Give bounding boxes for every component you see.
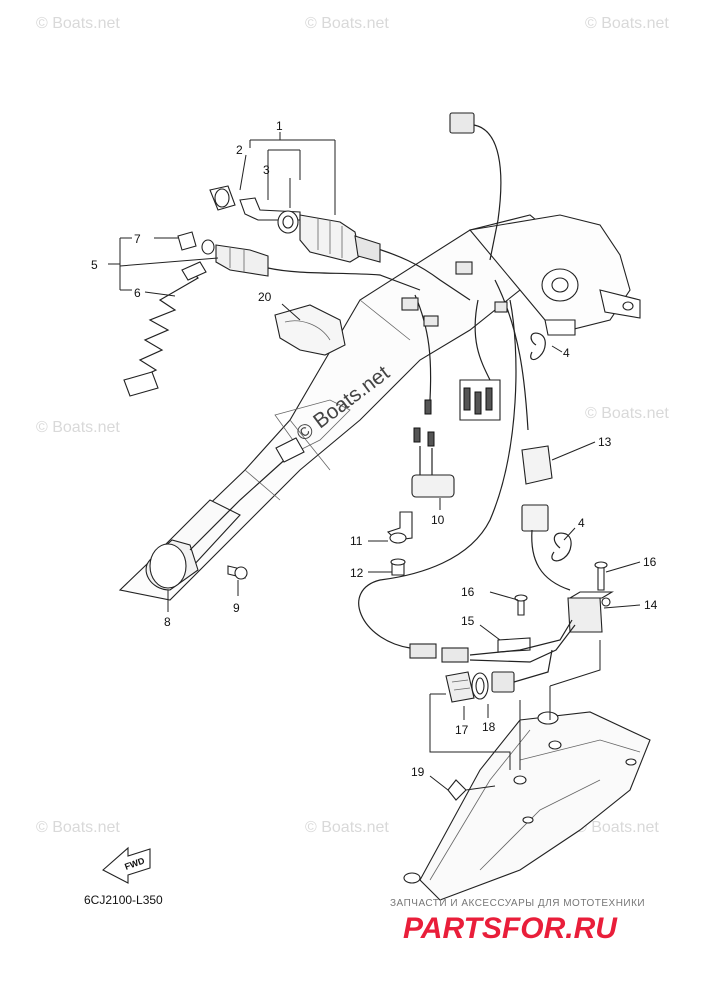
part-label-1: 1 xyxy=(276,119,283,133)
main-switch-assembly xyxy=(209,185,381,263)
part-label-11: 11 xyxy=(350,534,363,548)
wiring-harness xyxy=(267,112,529,649)
part-label-3: 3 xyxy=(263,163,270,177)
stop-switch-assembly xyxy=(123,231,269,397)
throttle-grip xyxy=(145,437,305,591)
part-label-15: 15 xyxy=(461,614,475,628)
part-labels: 1 2 3 4 4 5 6 7 8 9 10 11 12 13 14 15 16… xyxy=(91,119,658,779)
watermark: © Boats.net xyxy=(585,15,669,32)
part-label-10: 10 xyxy=(431,513,445,527)
diagram-code: 6CJ2100-L350 xyxy=(84,893,163,907)
part-label-4: 4 xyxy=(563,346,570,360)
part-label-5: 5 xyxy=(91,258,98,272)
part-label-17: 17 xyxy=(455,723,469,737)
cover-part xyxy=(274,304,346,356)
footer-subtitle: ЗАПЧАСТИ И АКСЕССУАРЫ ДЛЯ МОТОТЕХНИКИ xyxy=(390,898,645,909)
switch-and-connectors xyxy=(409,332,614,663)
watermark: © Boats.net xyxy=(36,15,120,32)
base-plate xyxy=(403,649,651,901)
part-label-16: 16 xyxy=(643,555,657,569)
part-label-16: 16 xyxy=(461,585,475,599)
connector-icon xyxy=(455,261,473,275)
part-label-8: 8 xyxy=(164,615,171,629)
fwd-arrow-icon: FWD xyxy=(102,846,151,884)
part-label-6: 6 xyxy=(134,286,141,300)
part-label-9: 9 xyxy=(233,601,240,615)
watermark: © Boats.net xyxy=(36,419,120,436)
part-label-18: 18 xyxy=(482,720,496,734)
connector-icon xyxy=(401,297,419,311)
connector-icon xyxy=(449,112,475,134)
part-label-20: 20 xyxy=(258,290,272,304)
watermark: © Boats.net xyxy=(305,15,389,32)
connector-icon xyxy=(423,315,439,327)
part-label-14: 14 xyxy=(644,598,658,612)
watermark: © Boats.net xyxy=(305,819,389,836)
leader-lines xyxy=(108,132,641,791)
watermark: © Boats.net xyxy=(575,819,659,836)
part-label-13: 13 xyxy=(598,435,612,449)
part-label-2: 2 xyxy=(236,143,243,157)
watermark: © Boats.net xyxy=(36,819,120,836)
footer-logo: PARTSFOR.RU xyxy=(403,912,618,945)
watermark: © Boats.net xyxy=(585,405,669,422)
relay-and-bracket xyxy=(386,446,455,576)
connector-icon xyxy=(494,301,508,313)
part-label-19: 19 xyxy=(411,765,425,779)
part-label-4: 4 xyxy=(578,516,585,530)
part-label-12: 12 xyxy=(350,566,364,580)
footer-banner: ЗАПЧАСТИ И АКСЕССУАРЫ ДЛЯ МОТОТЕХНИКИ PA… xyxy=(390,898,645,945)
watermark-group: © Boats.net © Boats.net © Boats.net © Bo… xyxy=(36,15,669,836)
part-label-7: 7 xyxy=(134,232,141,246)
